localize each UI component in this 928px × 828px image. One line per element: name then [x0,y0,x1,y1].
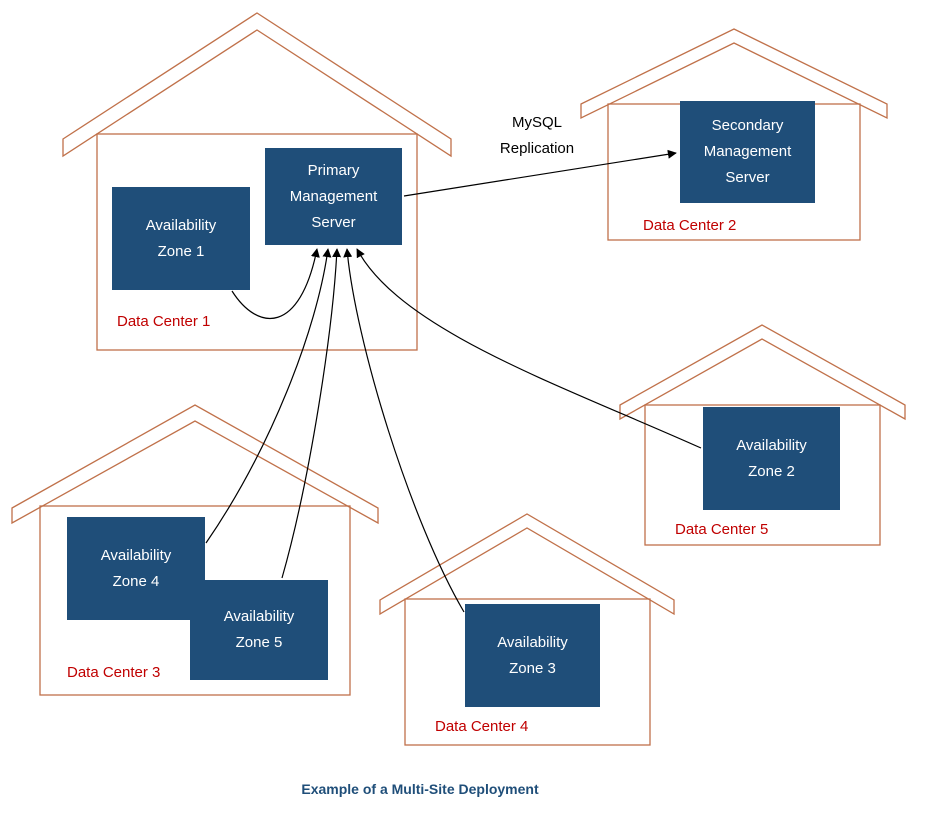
node-label: Management [289,187,378,205]
diagram-arrows [205,149,702,613]
node-label: Availability [100,546,172,564]
diagram-caption: Example of a Multi-Site Deployment [301,781,539,797]
arrow-az3-to-primary [343,248,465,613]
mysql-replication-label-line: MySQL [511,114,562,131]
node-label: Availability [497,633,568,651]
arrow-az5-to-primary [281,248,342,579]
node-label: Availability [736,436,807,454]
node-label: Zone 4 [112,572,160,590]
node-label: Availability [145,216,217,234]
node-label: Availability [223,608,295,625]
node-label: Zone 5 [235,634,283,651]
data-center-3-house-icon [11,404,379,696]
data-center-4-label: Data Center 4 [435,718,529,735]
data-center-5-label: Data Center 5 [675,521,769,538]
data-center-2-label: Data Center 2 [643,217,737,234]
availability-zone-1-node: Availability Zone 1 [112,187,250,290]
node-label: Server [725,169,770,186]
arrow-az4-to-primary [205,248,332,544]
node-label: Server [311,213,356,231]
node-label: Zone 2 [748,462,795,480]
data-center-4-house-icon [379,513,675,746]
availability-zone-4-node: Availability Zone 4 [67,517,205,620]
node-label: Secondary [711,117,784,134]
data-center-houses [11,12,906,746]
primary-management-server-node: Primary Management Server [265,148,402,245]
arrow-az1-to-primary [231,248,320,320]
data-center-1-label: Data Center 1 [117,313,211,330]
arrow-az2-to-primary [356,248,702,449]
node-label: Zone 3 [509,659,556,677]
mysql-replication-label: MySQL Replication [494,110,580,162]
data-center-5-house-icon [619,324,906,546]
availability-zone-3-node: Availability Zone 3 [465,604,600,707]
data-center-1-house-icon [62,12,452,351]
data-center-3-label: Data Center 3 [67,664,161,681]
secondary-management-server-node: Secondary Management Server [680,101,815,203]
availability-zone-2-node: Availability Zone 2 [703,407,840,510]
node-label: Management [703,143,792,160]
node-label: Zone 1 [157,242,205,260]
availability-zone-5-node: Availability Zone 5 [190,580,328,680]
mysql-replication-label-line: Replication [499,140,575,157]
arrow-primary-to-secondary [403,149,677,197]
node-label: Primary [307,161,360,179]
